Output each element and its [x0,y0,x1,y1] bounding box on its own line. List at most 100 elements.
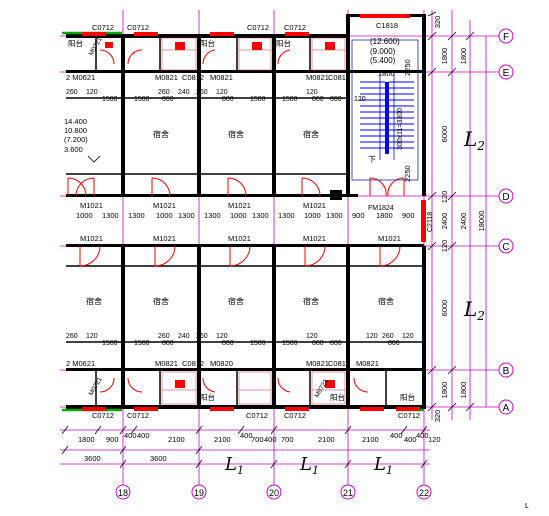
dim-bottom2-1: 3600 [150,454,167,463]
bottom-window-3: C0712 [284,411,306,420]
axis-bubble-22 [416,484,432,500]
axis-bubble-B [498,362,514,378]
top-row-dim-13: 800 [312,96,324,103]
bottom-row-door-3: M0820 [210,359,233,368]
dim-right-outer-2: 1800 [459,382,468,399]
dim-bottom-9: 700 [281,435,294,444]
axis-label-21: 21 [343,488,353,498]
top-row-dim-8: 800 [162,96,174,103]
left-level-2: (7.200) [64,135,88,144]
column-block [330,190,342,200]
axis-bubble-D [498,188,514,204]
dim-right-inner-3: 120 [440,191,449,204]
balcony-label-top-1: 阳台 [200,38,215,48]
stair-level-0: (12.600) [370,37,400,46]
span-labels-right: L2 L2 [463,127,485,323]
dim-bottom-3: 400 [137,431,150,440]
stair [330,39,419,200]
bottom-window-2: C0712 [246,411,268,420]
top-row-dim-15: 120 [354,96,366,103]
bottom-row-dim-1: 120 [86,333,98,340]
span-labels-bottom: L1 L1 L1 [224,454,393,477]
axis-bubble-20 [266,484,282,500]
span-label-right-0: L2 [463,127,485,153]
axis-bubble-18 [115,484,131,500]
dim-bottom-14: 400 [416,431,429,440]
bottom-row-dim-17: 120 [402,333,414,340]
bottom-row-dim-12: 120 [306,333,318,340]
bottom-row-dim-7: 120 [216,333,228,340]
bottom-window-4: C0712 [398,411,420,420]
bottom-row-dim-10: 1500 [250,340,266,347]
balcony-label-top-0: 阳台 [68,38,83,48]
corridor-door-top-1: M1021 [153,201,176,210]
right-dimension-ticks [427,11,475,412]
dim-right-inner-5: 120 [440,240,449,253]
top-row-dim-14: 800 [330,96,342,103]
stair-down: 下 [368,155,376,164]
axis-bubble-E [498,64,514,80]
bottom-dimension-texts: 1800 900 400 400 2100 2100 400 700 400 7… [78,431,441,463]
top-row-dim-7: 120 [216,89,228,96]
corridor-door-bottom-3: M1021 [303,234,326,243]
span-label-bottom-0: L1 [224,454,244,477]
top-row-door-0: 2 M0621 [66,73,95,82]
right-dimension-texts: 320 1800 6000 120 2400 120 6000 1800 320… [433,16,486,423]
cursor-mark: ʟ [525,500,529,510]
corridor-dim-2: 1300 [128,211,145,220]
top-row-dim-2: 1500 [102,96,118,103]
axis-bubble-19 [191,484,207,500]
dim-bottom-13: 400 [404,435,417,444]
top-row-dim-5: 240 [178,89,190,96]
axis-bubble-21 [340,484,356,500]
corridor-dim-12: 1800 [376,211,393,220]
dim-right-inner-1: 1800 [440,48,449,65]
bottom-window-1: C0712 [127,411,149,420]
span-label-bottom-1: L1 [299,454,319,477]
bottom-row-door-2: C0812 [182,359,204,368]
axis-label-22: 22 [419,488,429,498]
dim-bottom-12: 400 [390,431,403,440]
bottom-row-dim-15: 120 [366,333,378,340]
toilet-hatching [161,37,346,405]
bottom-row-dim-5: 240 [178,333,190,340]
axis-label-18: 18 [118,488,128,498]
corridor-dim-9: 1000 [304,211,321,220]
axis-bubbles-bottom: 18 19 20 21 22 [115,484,432,500]
axis-label-A: A [503,403,510,414]
labels: C0712 C0712 C0712 C0712 C1818 (12.600) (… [64,21,434,420]
bottom-window-0: C0712 [92,411,114,420]
dim-bottom-7: 700 [251,435,264,444]
dim-bottom-5: 2100 [214,435,231,444]
corridor-dim-13: 900 [402,211,415,220]
axis-bubble-F [498,28,514,44]
axis-label-B: B [503,366,510,377]
bottom-row-dim-8: 800 [162,340,174,347]
top-window-1: C0712 [127,23,149,32]
bottom-dimension-lines [60,429,430,465]
axis-label-D: D [502,192,509,203]
balcony-label-bottom-1: 阳台 [330,392,345,402]
left-level-0: 14.400 [64,117,87,126]
level-marker [87,155,101,163]
dim-bottom-0: 1800 [78,435,95,444]
walls [66,14,426,409]
axis-label-F: F [503,32,509,43]
dim-bottom-10: 2100 [318,435,335,444]
bottom-row-dim-13: 800 [312,340,324,347]
corridor-door-bottom-1: M1021 [153,234,176,243]
top-row-door-2: C0812 [182,73,204,82]
left-level-1: 10.800 [64,126,87,135]
column-label: C2118 [427,212,434,232]
dim-right-inner-7: 1800 [440,382,449,399]
bottom-row-dim-16: 260 [382,333,394,340]
axis-bubble-A [498,399,514,415]
top-row-dim-1: 120 [86,89,98,96]
right-dimension-lines [431,10,487,420]
bottom-row-door-1: M0821 [155,359,178,368]
dim-right-outer-1: 2400 [459,213,468,230]
dim-right-inner-4: 2400 [440,213,449,230]
stair-handrail [385,82,389,154]
